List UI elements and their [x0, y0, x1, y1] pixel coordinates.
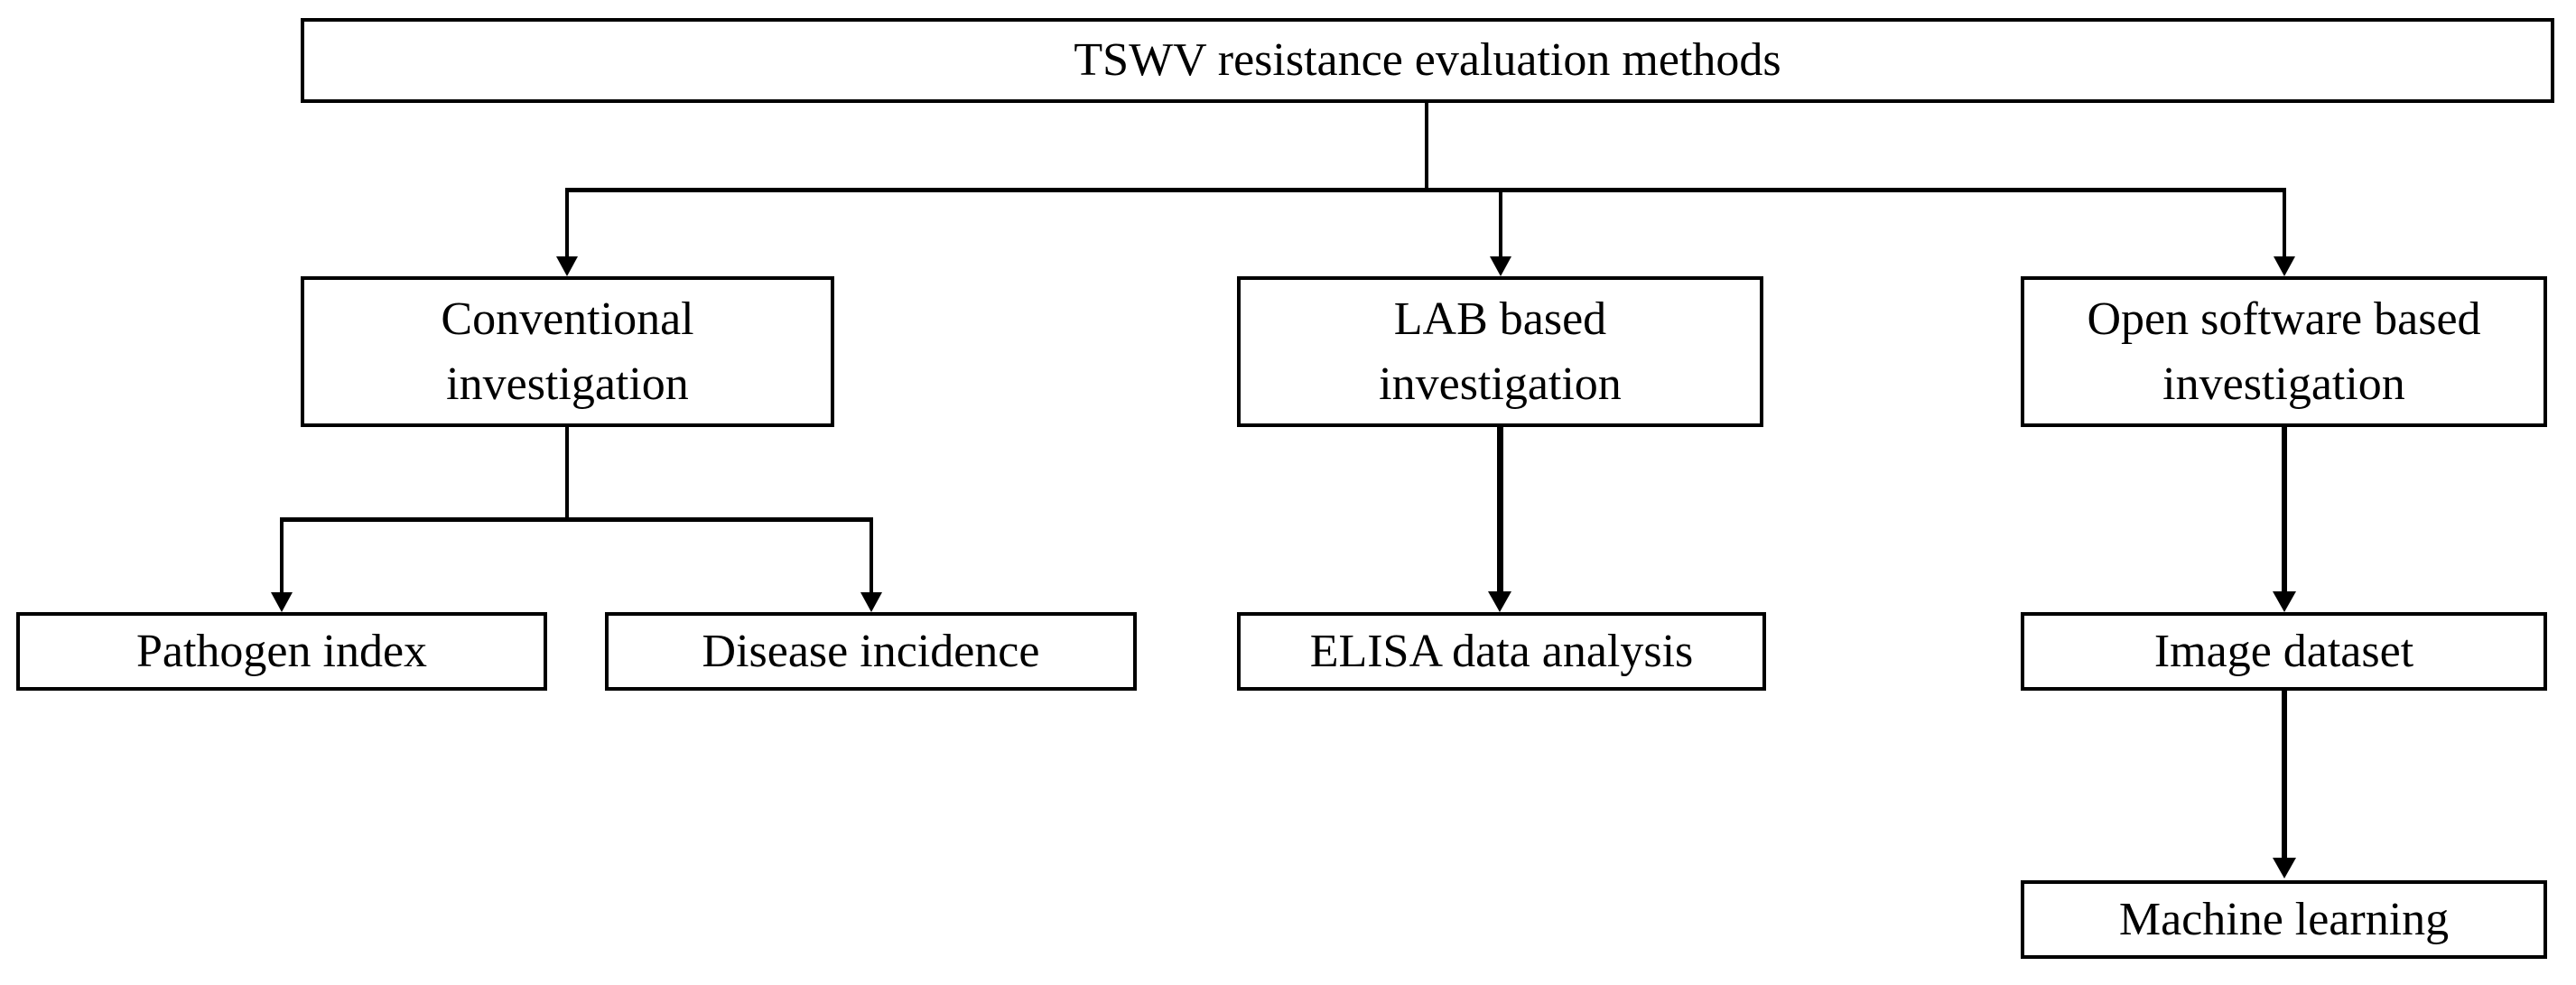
connector-image-dataset-to-machine-learning [2282, 691, 2287, 860]
node-disease-incidence-label: Disease incidence [702, 625, 1040, 677]
arrowhead-to-pathogen-index [271, 592, 293, 612]
node-conventional-label: Conventional investigation [441, 293, 694, 410]
connector-branch-line [565, 188, 2286, 192]
connector-open-to-image-dataset [2282, 427, 2287, 593]
node-machine-learning-label: Machine learning [2118, 893, 2450, 945]
connector-drop-conventional [565, 188, 569, 258]
node-open-software-label: Open software based investigation [2087, 293, 2481, 410]
node-pathogen-index: Pathogen index [16, 612, 547, 691]
connector-root-stem [1425, 101, 1428, 190]
arrowhead-to-open-software [2274, 256, 2295, 276]
connector-drop-disease-incidence [870, 517, 873, 594]
node-elisa-data-analysis: ELISA data analysis [1237, 612, 1766, 691]
connector-drop-lab [1499, 188, 1502, 258]
connector-drop-open-software [2283, 188, 2286, 258]
node-root-label: TSWV resistance evaluation methods [1074, 34, 1781, 87]
node-machine-learning: Machine learning [2021, 880, 2547, 959]
node-conventional-investigation: Conventional investigation [301, 276, 834, 427]
node-pathogen-index-label: Pathogen index [135, 625, 428, 677]
arrowhead-to-image-dataset [2273, 591, 2296, 612]
node-image-dataset-label: Image dataset [2153, 625, 2414, 677]
node-open-software-based-investigation: Open software based investigation [2021, 276, 2547, 427]
connector-drop-pathogen-index [280, 517, 284, 594]
arrowhead-to-lab [1490, 256, 1511, 276]
node-elisa-label: ELISA data analysis [1309, 625, 1694, 677]
node-root: TSWV resistance evaluation methods [301, 18, 2554, 103]
arrowhead-to-elisa [1488, 591, 1511, 612]
arrowhead-to-disease-incidence [860, 592, 882, 612]
node-lab-based-investigation: LAB based investigation [1237, 276, 1763, 427]
connector-conventional-branch-line [280, 517, 873, 522]
node-disease-incidence: Disease incidence [605, 612, 1137, 691]
node-image-dataset: Image dataset [2021, 612, 2547, 691]
node-lab-label: LAB based investigation [1379, 293, 1622, 410]
arrowhead-to-machine-learning [2273, 858, 2296, 878]
connector-lab-to-elisa [1497, 427, 1503, 593]
connector-conventional-stem [565, 427, 569, 521]
arrowhead-to-conventional [556, 256, 578, 276]
